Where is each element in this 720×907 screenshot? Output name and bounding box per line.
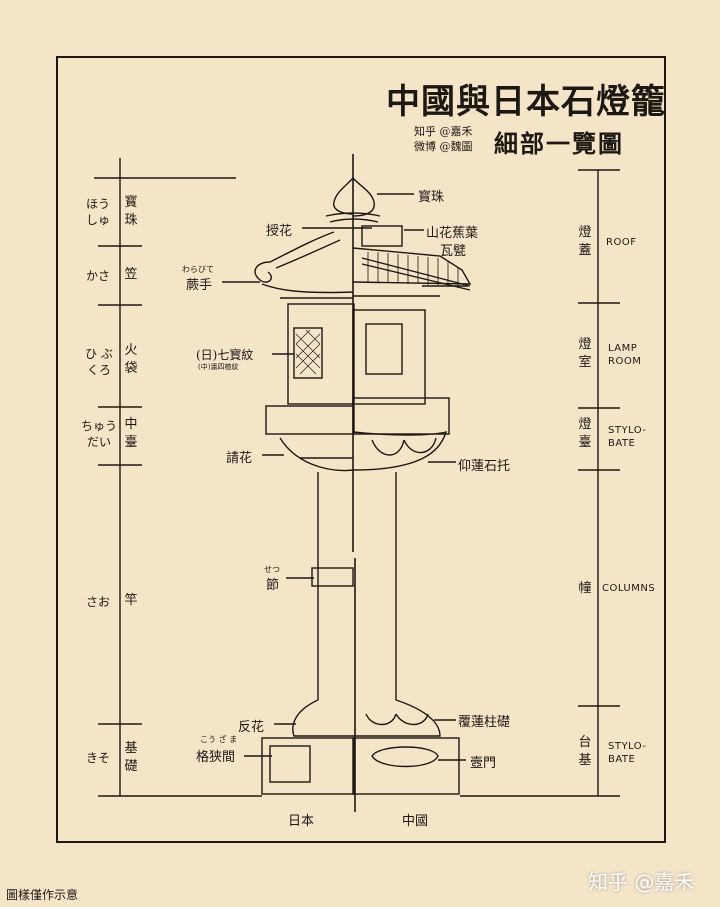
left-section-jp: ほう しゅ: [85, 197, 110, 227]
credit-zhihu: 知乎 @嘉禾: [414, 125, 473, 138]
right-section-en: ROOF: [606, 237, 637, 248]
label-yanglian: 仰蓮石托: [458, 459, 511, 474]
label-juete-reading: わらびて: [182, 265, 214, 274]
left-section-jp: きそ: [85, 751, 110, 765]
page-title: 中國與日本石燈籠: [386, 82, 666, 122]
label-wapo: 瓦甓: [440, 244, 467, 259]
right-section-cn: 燈蓋: [578, 225, 592, 258]
right-section-cn: 幢: [578, 581, 592, 596]
right-section-en: COLUMNS: [602, 583, 656, 594]
label-china: 中國: [402, 814, 429, 829]
label-fanhua: 反花: [238, 720, 265, 735]
label-shouhua: 授花: [266, 224, 293, 239]
left-section-cn: 基礎: [124, 741, 138, 774]
left-section-cn: 中臺: [124, 417, 138, 450]
right-section-en: LAMP ROOM: [608, 343, 642, 367]
right-section-cn: 燈室: [578, 337, 592, 370]
label-juete: 蕨手: [186, 278, 213, 293]
left-section-cn: 火袋: [124, 343, 138, 376]
left-section-jp: かさ: [85, 269, 110, 283]
label-japan: 日本: [288, 814, 315, 829]
left-section-jp: さお: [85, 595, 110, 609]
left-section-jp: ちゅう だい: [80, 419, 117, 449]
right-section-cn: 台基: [578, 735, 592, 768]
label-qinghua: 請花: [226, 451, 253, 466]
label-baozhu: 寳珠: [418, 190, 445, 205]
right-section-en: STYLO- BATE: [608, 425, 647, 449]
left-section-cn: 笠: [124, 267, 138, 282]
label-fulian: 覆蓮柱礎: [458, 715, 511, 730]
label-humen: 壼門: [470, 756, 497, 771]
label-qibaowen-cn: (中)瀛四楂紋: [198, 363, 239, 371]
page-subtitle: 細部一覽圖: [494, 129, 624, 158]
left-section-cn: 寳珠: [124, 195, 138, 228]
caption: 圖樣僅作示意: [6, 888, 79, 902]
diagram-frame: [56, 56, 666, 843]
label-qibaowen: (日)七寳紋: [196, 348, 254, 362]
credit-weibo: 微博 @魏圖: [414, 140, 473, 153]
label-jie-reading: せつ: [264, 565, 280, 574]
label-gehejian-reading: こう ざ ま: [200, 735, 238, 744]
right-section-cn: 燈臺: [578, 417, 592, 450]
label-gehejian: 格狭間: [196, 750, 236, 765]
label-shanhua: 山花蕉葉: [426, 226, 479, 241]
left-section-cn: 竿: [124, 593, 138, 608]
watermark: 知乎 @嘉禾: [588, 870, 695, 894]
label-jie: 節: [266, 578, 280, 593]
right-section-en: STYLO- BATE: [608, 741, 647, 765]
left-section-jp: ひ ぶくろ: [85, 347, 113, 377]
